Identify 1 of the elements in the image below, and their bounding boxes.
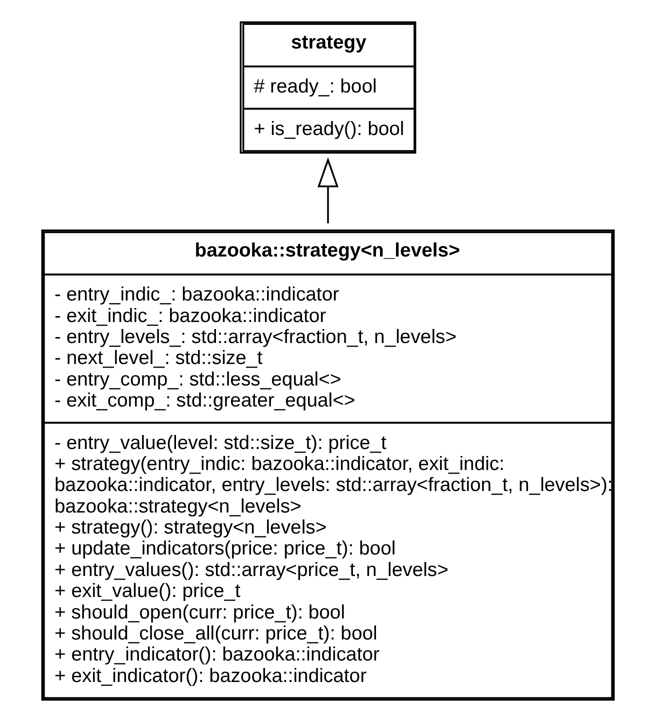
arrow bbox=[318, 157, 338, 224]
